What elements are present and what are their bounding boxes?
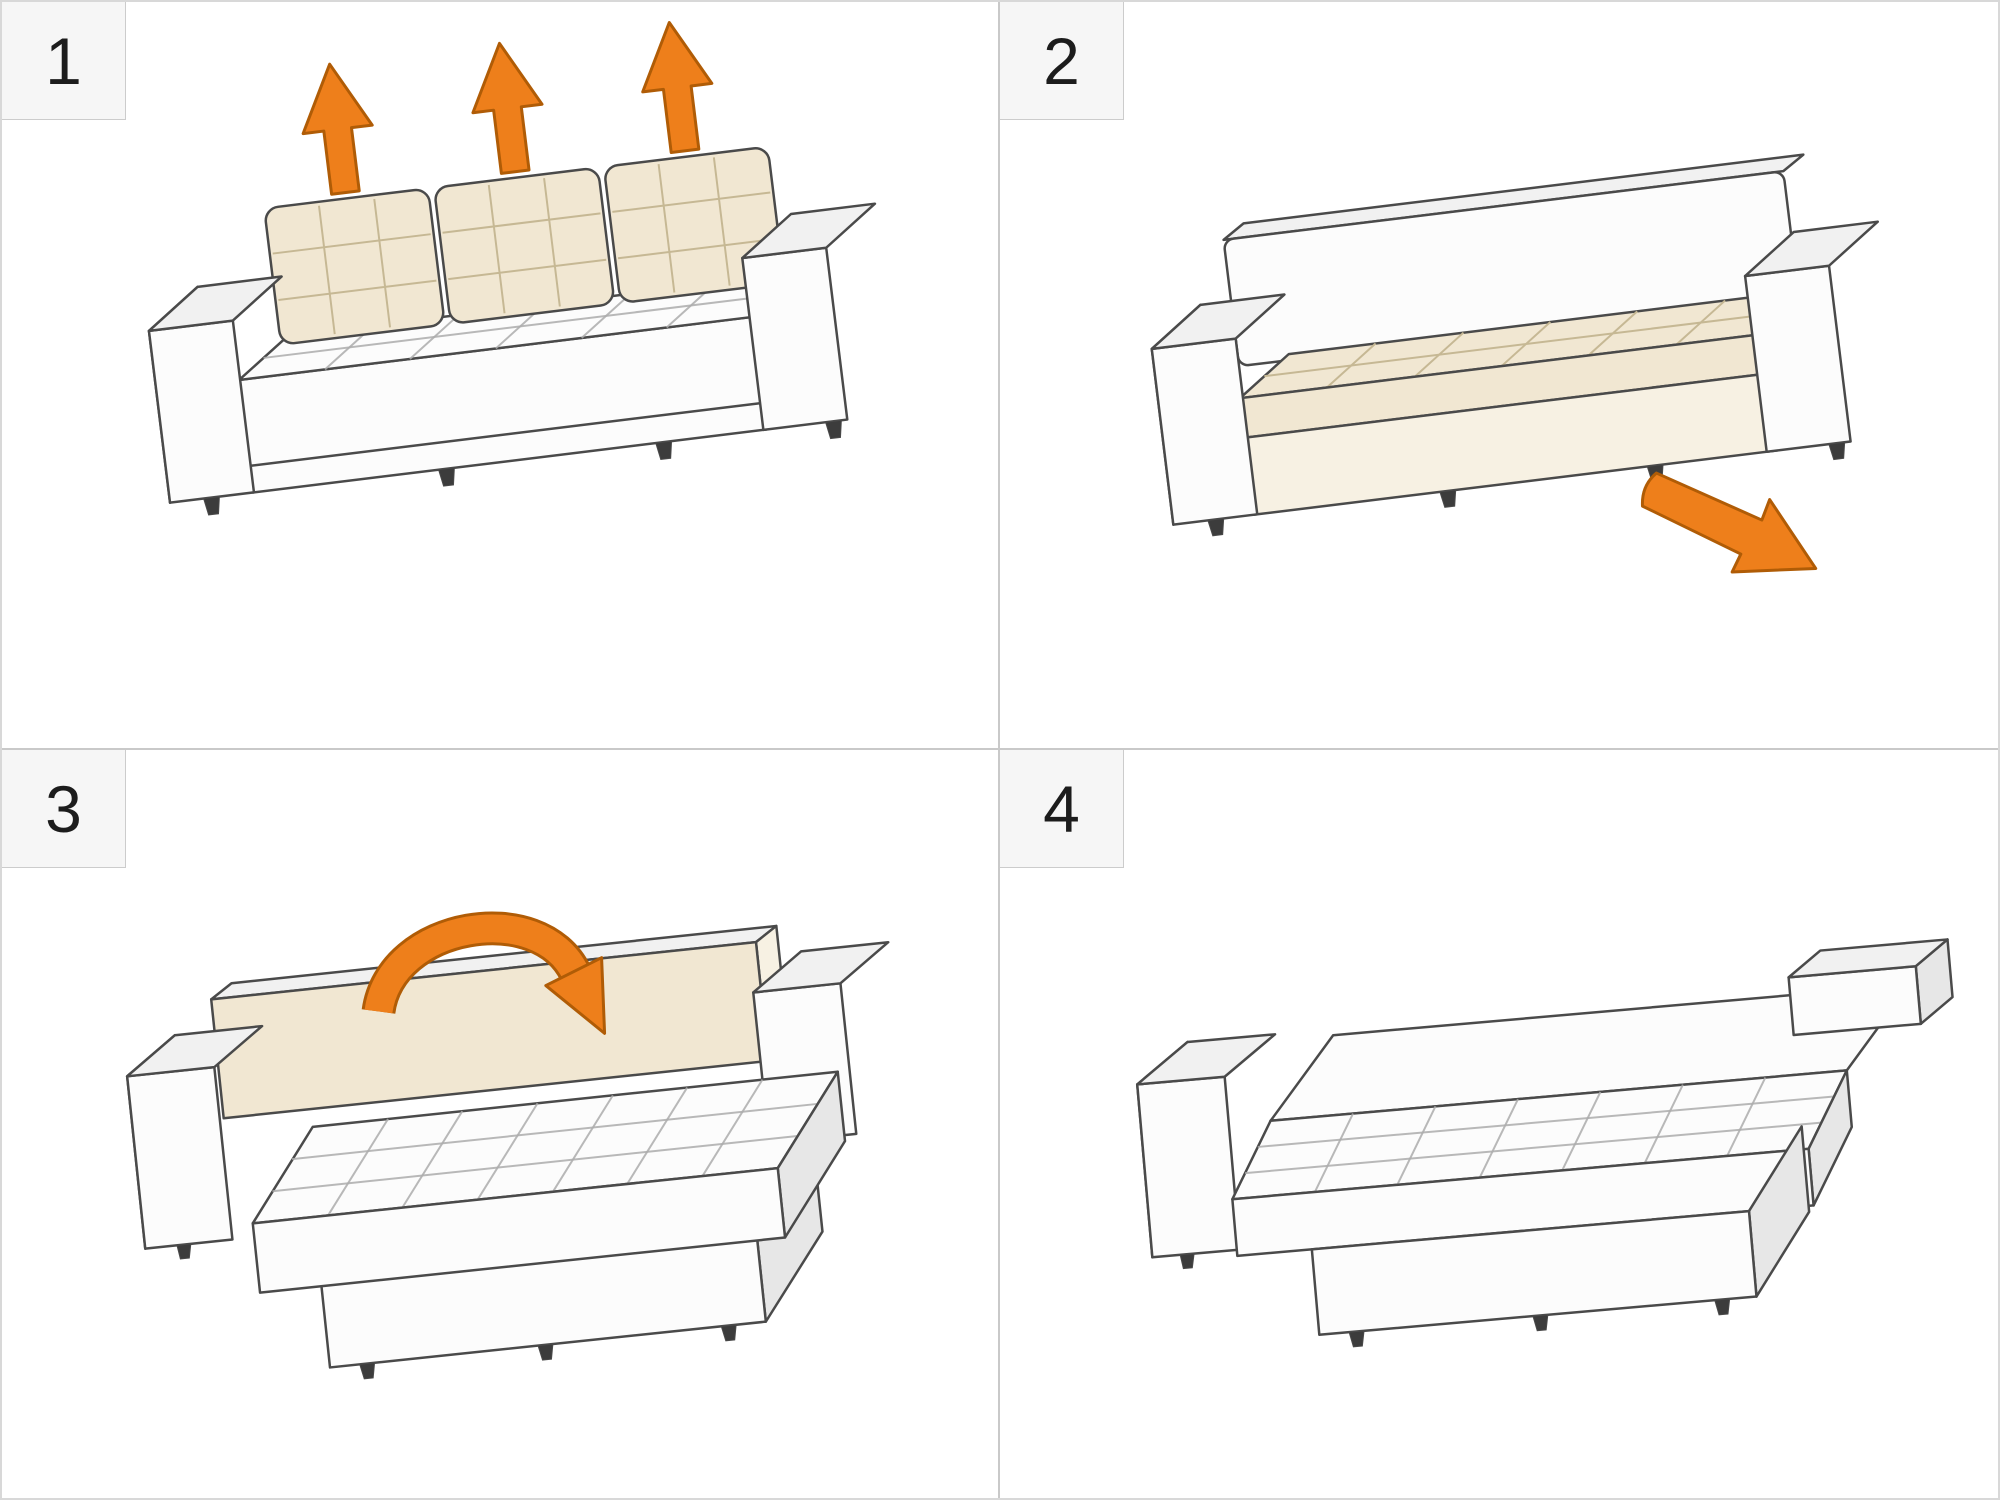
sofa-step-1 — [147, 21, 877, 516]
fold-over-arrow — [361, 911, 607, 1035]
step-2-illustration — [1150, 153, 1879, 574]
sofa-step-3 — [125, 924, 890, 1380]
up-arrow-3 — [641, 21, 714, 155]
step-number: 4 — [1043, 771, 1080, 846]
back-cushion-1 — [264, 188, 445, 345]
step-number-badge: 3 — [2, 750, 126, 868]
step-panel-1: 1 — [2, 2, 1000, 750]
step-number-badge: 4 — [1000, 750, 1124, 868]
step-1-illustration — [147, 21, 877, 516]
sofa-step-2 — [1150, 153, 1879, 537]
step-4-illustration — [1135, 938, 1954, 1348]
step-panel-2: 2 — [1000, 2, 1998, 750]
back-cushion-3 — [604, 147, 785, 303]
step-number: 1 — [45, 23, 82, 98]
step-panel-3: 3 — [2, 750, 1000, 1498]
step-number: 2 — [1043, 23, 1080, 98]
step-panel-4: 4 — [1000, 750, 1998, 1498]
up-arrow-2 — [471, 41, 544, 175]
step-number-badge: 1 — [2, 2, 126, 120]
sofa-step-4 — [1135, 938, 1954, 1348]
back-cushion-2 — [434, 167, 615, 324]
step-number-badge: 2 — [1000, 2, 1124, 120]
up-arrow-1 — [301, 62, 374, 196]
step-3-illustration — [125, 911, 890, 1380]
step-number: 3 — [45, 771, 82, 846]
pull-out-arrow — [1640, 471, 1818, 574]
